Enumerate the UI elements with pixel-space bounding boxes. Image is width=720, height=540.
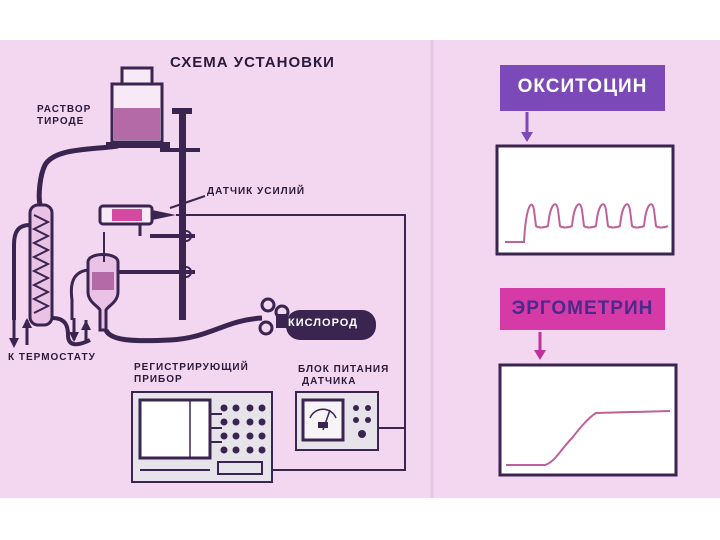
- tyrode-label-1: РАСТВОР: [37, 104, 92, 115]
- thermostat-arrows-middle: [69, 318, 91, 342]
- supply-tube: [36, 143, 119, 206]
- sensor-cable: [176, 214, 406, 420]
- ergometrine-trace: [506, 410, 671, 466]
- scheme-title: СХЕМА УСТАНОВКИ: [170, 54, 335, 71]
- thermostat-label: К ТЕРМОСТАТУ: [8, 352, 96, 363]
- thermostat-arrows-left: [9, 318, 32, 348]
- recorder-device: [131, 391, 273, 483]
- force-sensor: [98, 195, 206, 236]
- oxygen-label: КИСЛОРОД: [288, 317, 359, 329]
- recorder-label-1: РЕГИСТРИРУЮЩИЙ: [134, 362, 249, 373]
- ergometrine-badge-bg: [500, 288, 665, 330]
- ergometrine-label: ЭРГОМЕТРИН: [511, 298, 654, 319]
- power-label-1: БЛОК ПИТАНИЯ: [298, 364, 390, 375]
- oxytocin-badge-bg: [500, 65, 665, 111]
- recorder-cable: [272, 420, 406, 471]
- power-unit: [295, 391, 405, 451]
- tyrode-bottle: [106, 66, 170, 148]
- force-sensor-label: ДАТЧИК УСИЛИЙ: [207, 186, 306, 197]
- recorder-label-2: ПРИБОР: [134, 374, 183, 385]
- heat-exchanger: [12, 203, 91, 347]
- tyrode-label-2: ТИРОДЕ: [37, 116, 85, 127]
- power-label-2: ДАТЧИКА: [302, 376, 357, 387]
- oxytocin-screen: [495, 144, 675, 256]
- oxygen-tube: [103, 315, 263, 344]
- oxygen-tank: [258, 297, 376, 340]
- organ-bath: [69, 232, 120, 332]
- oxytocin-trace: [505, 203, 669, 243]
- oxytocin-label: ОКСИТОЦИН: [517, 76, 648, 97]
